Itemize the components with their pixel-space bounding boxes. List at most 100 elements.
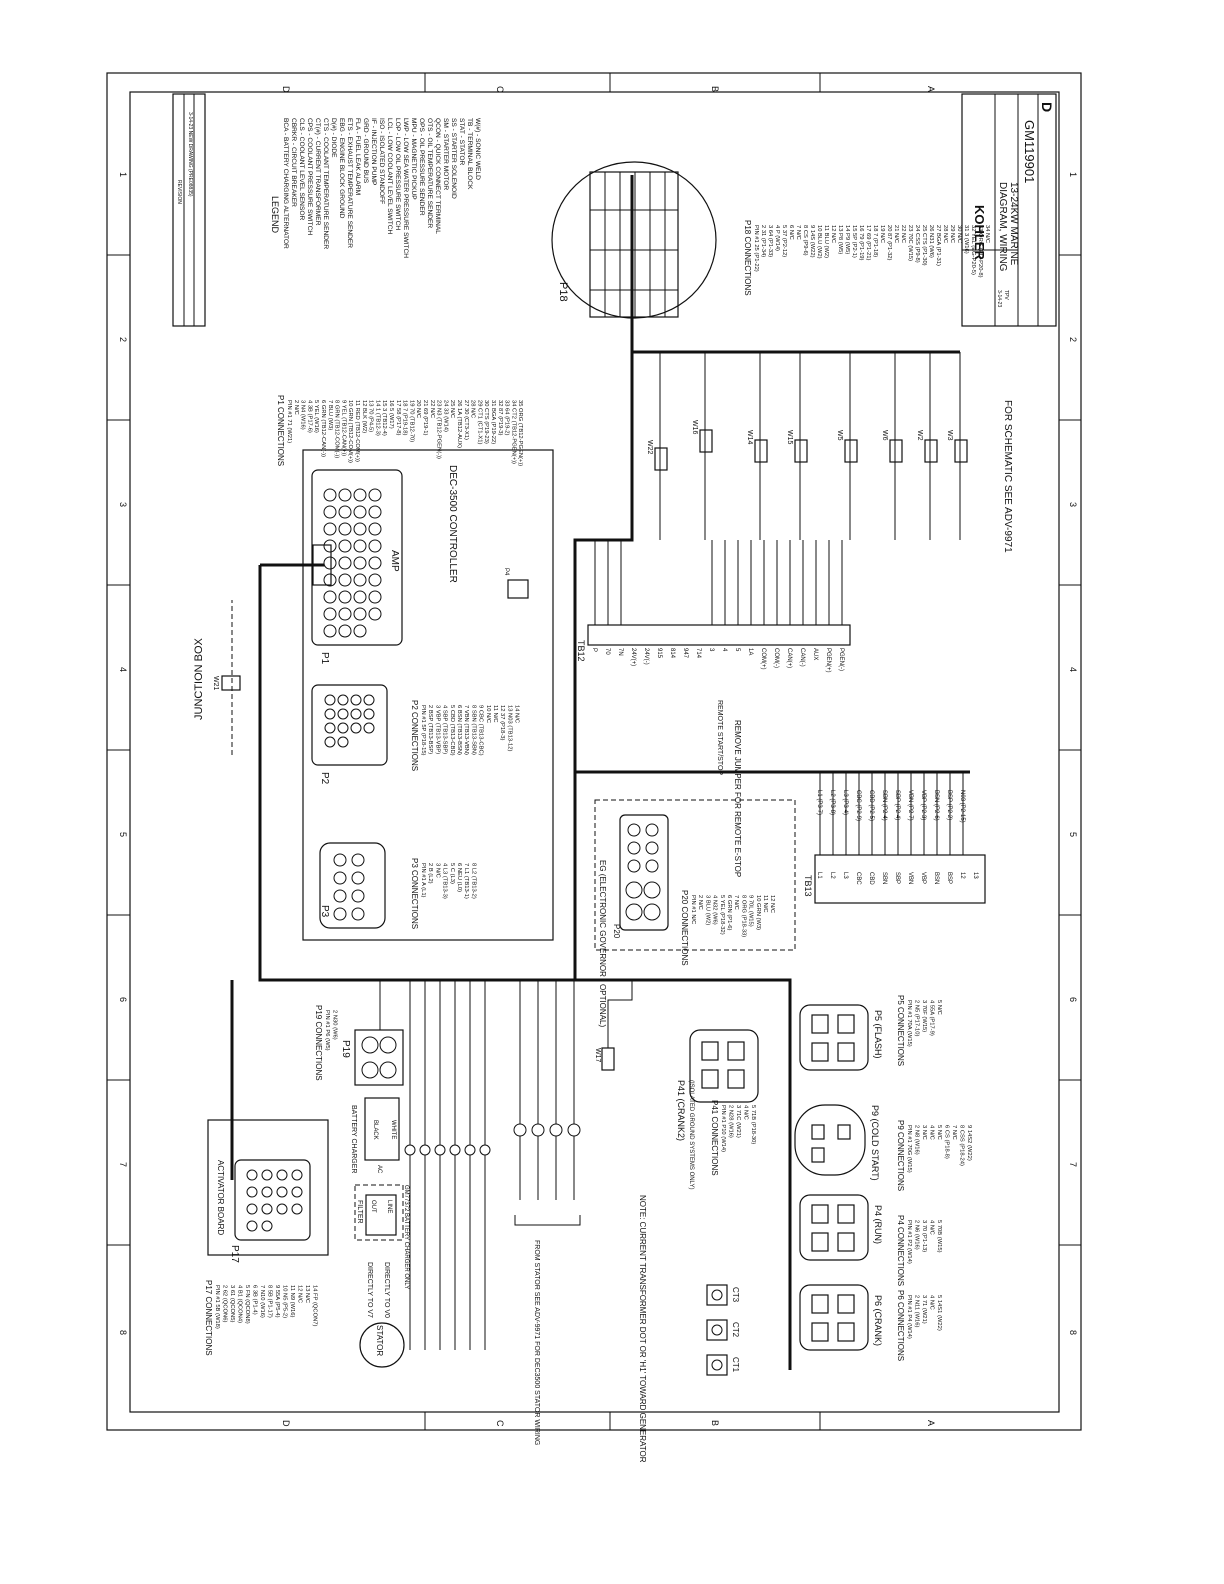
tb13-terminal: SBN <box>881 872 887 884</box>
legend-item: CLS - COOLANT LEVEL SENSOR <box>298 118 305 220</box>
harness <box>230 175 970 1370</box>
connection-table-row: PIN #1 P2 (W14) <box>906 1220 912 1264</box>
connection-table-row: 2 N/C <box>697 895 703 910</box>
connection-table-row: 2 N5 (P17-10) <box>914 1000 920 1036</box>
connection-table-row: 11 BLU (W2) <box>823 225 829 258</box>
connection-table-row: 9 70L (W15) <box>748 895 754 927</box>
connection-table-row: 25 CTS (P1-30) <box>921 225 927 266</box>
p19-connector: P19 <box>340 980 404 1086</box>
connection-table-row: 17 69 (P1-21) <box>865 225 871 261</box>
tb13-terminal: CBC <box>855 872 861 885</box>
connection-table-row: 5 N/C <box>936 1000 942 1015</box>
connection-table-row: 2 N11 (W16) <box>914 1295 920 1327</box>
p9-connector <box>794 1104 866 1176</box>
connection-table-row: 5 FN (QCON8) <box>244 1285 250 1324</box>
connection-table-row: 6 GRN (P1-6) <box>726 895 732 931</box>
connection-table-row: 7 VBN (TB13-VBN) <box>463 705 469 755</box>
p6-label: P6 (CRANK) <box>873 1295 883 1346</box>
connection-table-row: 8 5B (P1-17) <box>267 1285 273 1318</box>
tb12-terminal: COM(-) <box>773 648 779 668</box>
connection-table-row: 2 N30 (W6) <box>332 1010 338 1040</box>
zone-left-4: 4 <box>118 667 128 672</box>
charger-note: GM77372 BATTERY CHARGER ONLY <box>403 1185 409 1289</box>
remove-jumper-note: REMOVE JUMPER FOR REMOTE E-STOP <box>733 720 742 877</box>
ct2-label: CT2 <box>731 1322 740 1338</box>
legend-item: D(#) - DIODE <box>330 118 337 158</box>
legend-item: CBRKR - CIRCUIT BREAKER <box>290 118 297 207</box>
connection-table-row: 30 CTS (P19-23) <box>483 400 489 444</box>
legend-item: MPU - MAGNETIC PICKUP <box>410 118 417 200</box>
w2-label: W2 <box>916 430 923 441</box>
connection-table-row: 18 7 (P19-18) <box>402 400 408 436</box>
legend-item: TB - TERMINAL BLOCK <box>466 118 473 190</box>
p1-label: P1 <box>319 652 330 665</box>
zone-right-4: 4 <box>1068 667 1078 672</box>
tb13-wire-label: CBD (P2-5) <box>868 790 874 821</box>
connection-table-row: 5 37 (P2-12) <box>781 225 787 257</box>
connection-table-row: 5 71B (P18-30) <box>750 1105 756 1144</box>
connection-table-row: 5 C (L3) <box>449 863 455 884</box>
connection-table-row: 8 CS (P9-6) <box>802 225 808 256</box>
legend-item: CT(#) - CURRENT TRANSFORMER <box>314 118 321 226</box>
zone-left-5: 5 <box>118 832 128 837</box>
w17-wire <box>607 980 633 1048</box>
connection-table-row: 10 GRN (TB12-COM(+)) <box>347 400 353 463</box>
connection-table-row: 3 70 (P1-13) <box>921 1220 927 1252</box>
legend-item: CPS - COOLANT PRESSURE SWITCH <box>306 118 313 235</box>
connection-table-row: 32 87 (P19-3) <box>497 400 503 436</box>
connection-table-row: 19 N/C <box>879 225 885 243</box>
w17-weld <box>601 1047 615 1071</box>
drawing-subtitle: 13-24KW MARINE <box>1008 182 1019 266</box>
connection-table-row: 31 BGA (P19-22) <box>490 400 496 444</box>
zone-left-3: 3 <box>118 502 128 507</box>
connection-table-row: PIN #1 N/C <box>690 895 696 924</box>
tb13-terminal: SBP <box>894 872 900 884</box>
connection-table-row: 33 64 (P19-2) <box>504 400 510 436</box>
legend-item: W(#) - SONIC WELD <box>474 118 481 180</box>
connection-table-row: PIN #1 70A (W15) <box>906 1000 912 1047</box>
legend-item: SS - STARTER SOLENOID <box>450 118 457 199</box>
from-stator-note: FROM STATOR SEE ADV-9971 FOR DEC3500 STA… <box>533 1240 540 1445</box>
inner-frame <box>129 91 1060 1413</box>
connection-table-row: 6 N/C <box>788 225 794 240</box>
p3-connector <box>319 842 386 929</box>
p5-connector <box>799 1004 869 1071</box>
w21-weld <box>221 675 241 691</box>
connection-table-row: 2 B (L2) <box>427 863 433 884</box>
connection-table-row: 23 N3 (TB12-PGEN(-)) <box>436 400 442 459</box>
tb13-terminal: 13 <box>972 872 978 879</box>
filter-line: LINE <box>386 1200 392 1213</box>
connection-table-row: 12 37 (P18-3) <box>499 705 505 741</box>
p17-connector <box>234 1159 311 1241</box>
connection-table-row: 3 VBP (TB13-VBP) <box>434 705 440 754</box>
tb13-label: TB13 <box>803 875 813 897</box>
tb12-terminal: PGEN(+) <box>825 648 831 673</box>
connection-table-row: 3 70F (W15) <box>921 1000 927 1032</box>
connection-table-row: 3 BLU (W2) <box>704 895 710 925</box>
w22-weld <box>654 447 668 471</box>
tb13-wire-label: SBN (P2-4) <box>881 790 887 821</box>
connection-table-row: 6 NEU (L0) <box>456 863 462 892</box>
connection-table-row: 12 N/C <box>769 895 775 913</box>
connection-table-row: 4 SBP (TB13-SBP) <box>442 705 448 754</box>
connection-table-row: 4 N/C <box>929 1295 935 1310</box>
connection-table-row: 14 P9 (W5) <box>844 225 850 254</box>
connection-table-row: 24 33 (W14) <box>442 400 448 432</box>
tb13-wire-label: L1 (P3-7) <box>816 790 822 815</box>
connection-table-row: 15 3 (TB12-4) <box>381 400 387 436</box>
connection-table-row: 13 N/C <box>304 1285 310 1303</box>
zone-top-a: A <box>926 86 936 92</box>
tb12-terminal: 814 <box>669 648 675 659</box>
w14-label: W14 <box>746 430 753 445</box>
connection-table-row: 2 31 (P1-34) <box>760 225 766 257</box>
connection-table-row: 15 5P (P2-1) <box>851 225 857 258</box>
connection-table-title: P9 CONNECTIONS <box>896 1120 905 1191</box>
revision-text: 3-14-23 NEW DRAWING (PRE08835) <box>187 112 193 197</box>
tb13-wire-label: VBP (P2-3) <box>920 790 926 820</box>
